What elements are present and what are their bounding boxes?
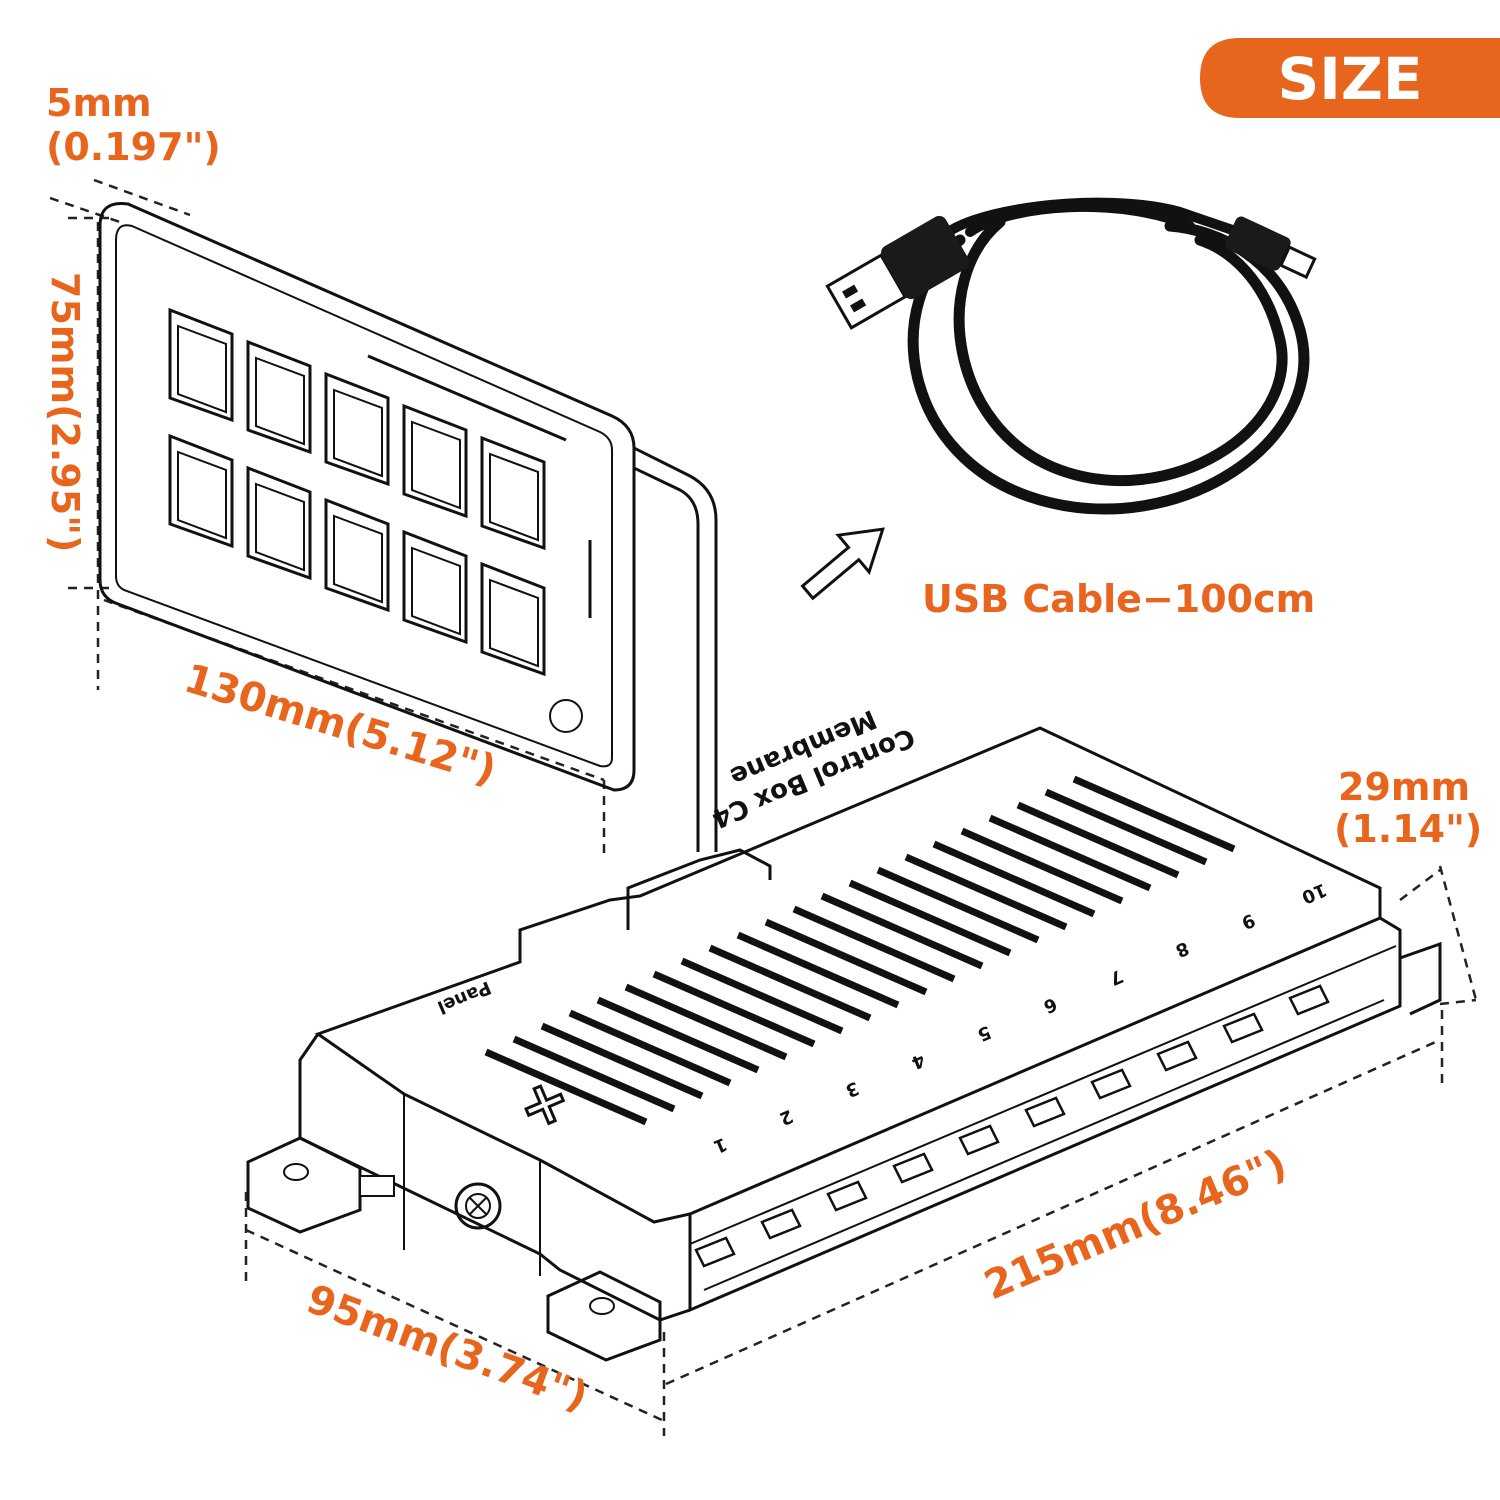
channel-terminals (694, 984, 1330, 1268)
vent-slot (820, 892, 984, 970)
switch-button-inner (255, 482, 305, 572)
usb-a-plug (825, 215, 970, 330)
vent-slots (484, 775, 1236, 1126)
switch-button (402, 529, 468, 645)
output-terminal (958, 1124, 1000, 1156)
switch-button-inner (255, 356, 305, 446)
channel-label: 1 (710, 1133, 730, 1157)
switch-button-inner (489, 578, 539, 668)
vent-slot (624, 983, 788, 1061)
vent-slot (708, 944, 872, 1022)
vent-slot (792, 905, 956, 983)
size-badge-label: SIZE (1277, 45, 1422, 113)
box-width-label: 95mm(3.74") (301, 1276, 594, 1420)
vent-slot (652, 970, 816, 1048)
nec-logo-icon (549, 699, 583, 733)
vent-slot (1072, 775, 1236, 853)
channel-label: 9 (1238, 909, 1258, 933)
vent-slot (512, 1035, 676, 1113)
output-terminal (760, 1208, 802, 1240)
panel-thickness-mm: 5mm (46, 81, 152, 125)
vent-slot (876, 866, 1040, 944)
channel-label: 3 (842, 1077, 862, 1101)
switch-button-grid (168, 307, 546, 677)
size-badge: SIZE (1200, 38, 1500, 118)
output-terminal (1222, 1012, 1264, 1044)
usb-cable-label: USB Cable−100cm (922, 577, 1315, 621)
vent-slot (1016, 801, 1180, 879)
usb-cable (825, 197, 1317, 515)
arrow-icon (800, 527, 885, 601)
channel-label: 10 (1299, 879, 1330, 908)
panel-thickness-inch: (0.197") (46, 125, 221, 169)
switch-button-inner (177, 324, 227, 414)
switch-button-inner (411, 546, 461, 636)
vent-slot (484, 1048, 648, 1126)
vent-slot (540, 1022, 704, 1100)
output-terminal (892, 1152, 934, 1184)
channel-label: 5 (974, 1021, 994, 1045)
channel-label: 4 (908, 1049, 928, 1073)
output-terminal (1024, 1096, 1066, 1128)
channel-label: 6 (1040, 993, 1060, 1017)
channel-label: 7 (1106, 965, 1126, 989)
switch-button (402, 403, 468, 519)
box-height-mm: 29mm (1338, 765, 1470, 809)
output-terminal (694, 1236, 736, 1268)
box-height-inch: (1.14") (1334, 807, 1482, 851)
switch-button (168, 307, 234, 423)
vent-slot (1044, 788, 1208, 866)
vent-slot (904, 853, 1068, 931)
switch-button (324, 497, 390, 613)
switch-button (246, 339, 312, 455)
switch-button-inner (411, 420, 461, 510)
box-dimension-lines (244, 865, 1478, 1436)
vent-slot (736, 931, 900, 1009)
switch-button (480, 435, 546, 551)
vent-slot (848, 879, 1012, 957)
channel-label: 2 (776, 1105, 796, 1129)
output-terminal (1156, 1040, 1198, 1072)
switch-button-inner (333, 388, 383, 478)
vent-slot (988, 814, 1152, 892)
screw-terminal-icon (454, 1182, 502, 1230)
micro-usb-plug (1225, 216, 1317, 280)
switch-button-inner (177, 450, 227, 540)
output-terminal (1090, 1068, 1132, 1100)
output-terminal (826, 1180, 868, 1212)
output-terminal (1288, 984, 1330, 1016)
switch-panel (98, 201, 718, 852)
channel-label: 8 (1172, 937, 1192, 961)
switch-button (168, 433, 234, 549)
panel-height-label: 75mm(2.95") (43, 272, 87, 552)
vent-slot (596, 996, 760, 1074)
vent-slot (680, 957, 844, 1035)
switch-button (480, 561, 546, 677)
vent-slot (932, 840, 1096, 918)
vent-slot (568, 1009, 732, 1087)
switch-button (246, 465, 312, 581)
switch-button-inner (489, 452, 539, 542)
switch-button (324, 371, 390, 487)
vent-slot (960, 827, 1124, 905)
switch-button-inner (333, 514, 383, 604)
vent-slot (764, 918, 928, 996)
